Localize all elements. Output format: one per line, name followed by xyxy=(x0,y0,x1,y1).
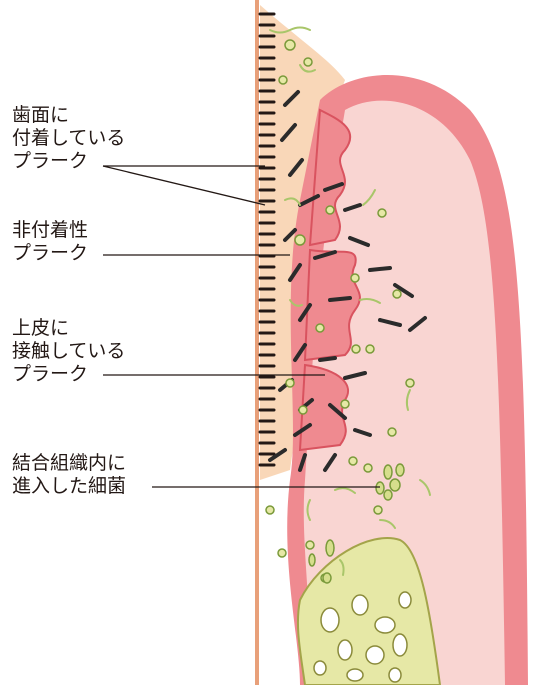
label-line: 非付着性 xyxy=(12,219,88,242)
label-line: プラーク xyxy=(12,242,88,265)
label-line: 歯面に xyxy=(12,104,125,127)
label-tissue-invading-bacteria: 結合組織内に 進入した細菌 xyxy=(12,452,126,498)
label-line: プラーク xyxy=(12,150,125,173)
leader-tooth-attached-2 xyxy=(103,166,265,205)
label-line: 結合組織内に xyxy=(12,452,126,475)
label-unattached-plaque: 非付着性 プラーク xyxy=(12,219,88,265)
label-epithelium-contact-plaque: 上皮に 接触している プラーク xyxy=(12,317,125,386)
label-line: 付着している xyxy=(12,127,125,150)
label-line: 上皮に xyxy=(12,317,125,340)
label-tooth-attached-plaque: 歯面に 付着している プラーク xyxy=(12,104,125,173)
label-line: 接触している xyxy=(12,340,125,363)
label-line: 進入した細菌 xyxy=(12,475,126,498)
label-line: プラーク xyxy=(12,363,125,386)
